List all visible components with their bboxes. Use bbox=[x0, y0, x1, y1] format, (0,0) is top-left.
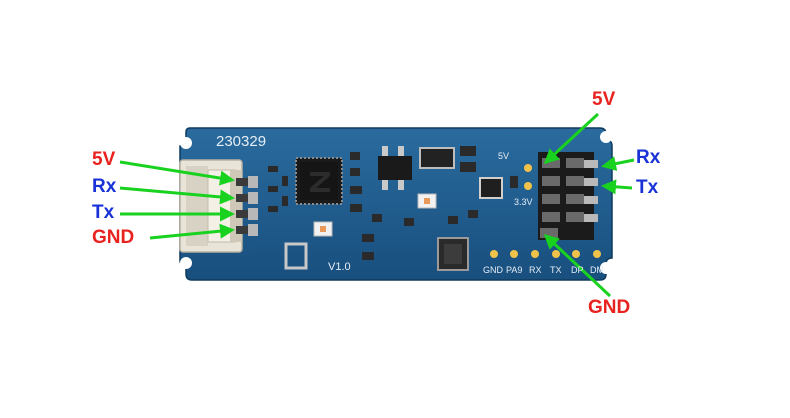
label-gnd-left: GND bbox=[92, 227, 135, 248]
silk-3v3: 3.3V bbox=[514, 197, 533, 207]
pad-label: DP bbox=[571, 265, 584, 275]
smd-component bbox=[350, 186, 362, 194]
board-version: V1.0 bbox=[328, 261, 351, 273]
smd-component bbox=[282, 196, 288, 206]
mount-hole bbox=[180, 257, 192, 269]
arrow-rx-right bbox=[601, 156, 635, 172]
smd-component bbox=[362, 252, 374, 260]
capacitor bbox=[479, 177, 503, 199]
mount-hole bbox=[180, 137, 192, 149]
arrow-5v-right bbox=[543, 112, 600, 165]
led bbox=[320, 226, 326, 232]
smd-component bbox=[350, 152, 360, 160]
smd-component bbox=[268, 166, 278, 172]
arrow-5v-left bbox=[119, 160, 235, 186]
regulator-chip bbox=[378, 146, 412, 190]
arrow-rx-left bbox=[119, 186, 235, 205]
smd-component bbox=[350, 168, 360, 176]
silk-5v: 5V bbox=[498, 151, 510, 161]
smd-component bbox=[404, 218, 414, 226]
smd-component bbox=[268, 186, 278, 192]
label-rx-right: Rx bbox=[636, 147, 661, 168]
smd-component bbox=[268, 206, 278, 212]
label-gnd-right: GND bbox=[588, 297, 631, 318]
pad-label: DM bbox=[590, 265, 604, 275]
pad-label: PA9 bbox=[506, 265, 523, 275]
label-5v-left: 5V bbox=[92, 149, 116, 170]
pad-label: TX bbox=[550, 265, 562, 275]
solder-pad bbox=[524, 164, 532, 172]
smd-component bbox=[372, 214, 382, 222]
mount-hole bbox=[600, 131, 612, 143]
arrow-gnd-left bbox=[149, 223, 235, 240]
led bbox=[424, 198, 430, 204]
board-serial: 230329 bbox=[216, 133, 267, 150]
smd-component bbox=[284, 242, 308, 270]
microcontroller-chip bbox=[295, 157, 343, 205]
capacitor bbox=[510, 176, 518, 188]
smd-component bbox=[362, 234, 374, 242]
capacitor bbox=[419, 147, 455, 169]
capacitor bbox=[460, 146, 476, 156]
label-5v-right: 5V bbox=[592, 89, 616, 110]
capacitor bbox=[460, 162, 476, 172]
label-rx-left: Rx bbox=[92, 176, 117, 197]
label-tx-left: Tx bbox=[92, 202, 115, 223]
label-tx-right: Tx bbox=[636, 177, 659, 198]
pad-label: RX bbox=[529, 265, 542, 275]
arrow-tx-right bbox=[601, 179, 633, 195]
smd-component bbox=[448, 216, 458, 224]
smd-component bbox=[350, 204, 362, 212]
pin-header bbox=[538, 152, 598, 240]
smd-component bbox=[282, 176, 288, 186]
pad-label: GND bbox=[483, 265, 503, 275]
mount-hole bbox=[600, 262, 612, 274]
pad-row bbox=[490, 250, 601, 258]
usb-chip bbox=[437, 237, 469, 271]
smd-component bbox=[468, 210, 478, 218]
solder-pad bbox=[524, 182, 532, 190]
arrow-gnd-right bbox=[543, 233, 612, 298]
